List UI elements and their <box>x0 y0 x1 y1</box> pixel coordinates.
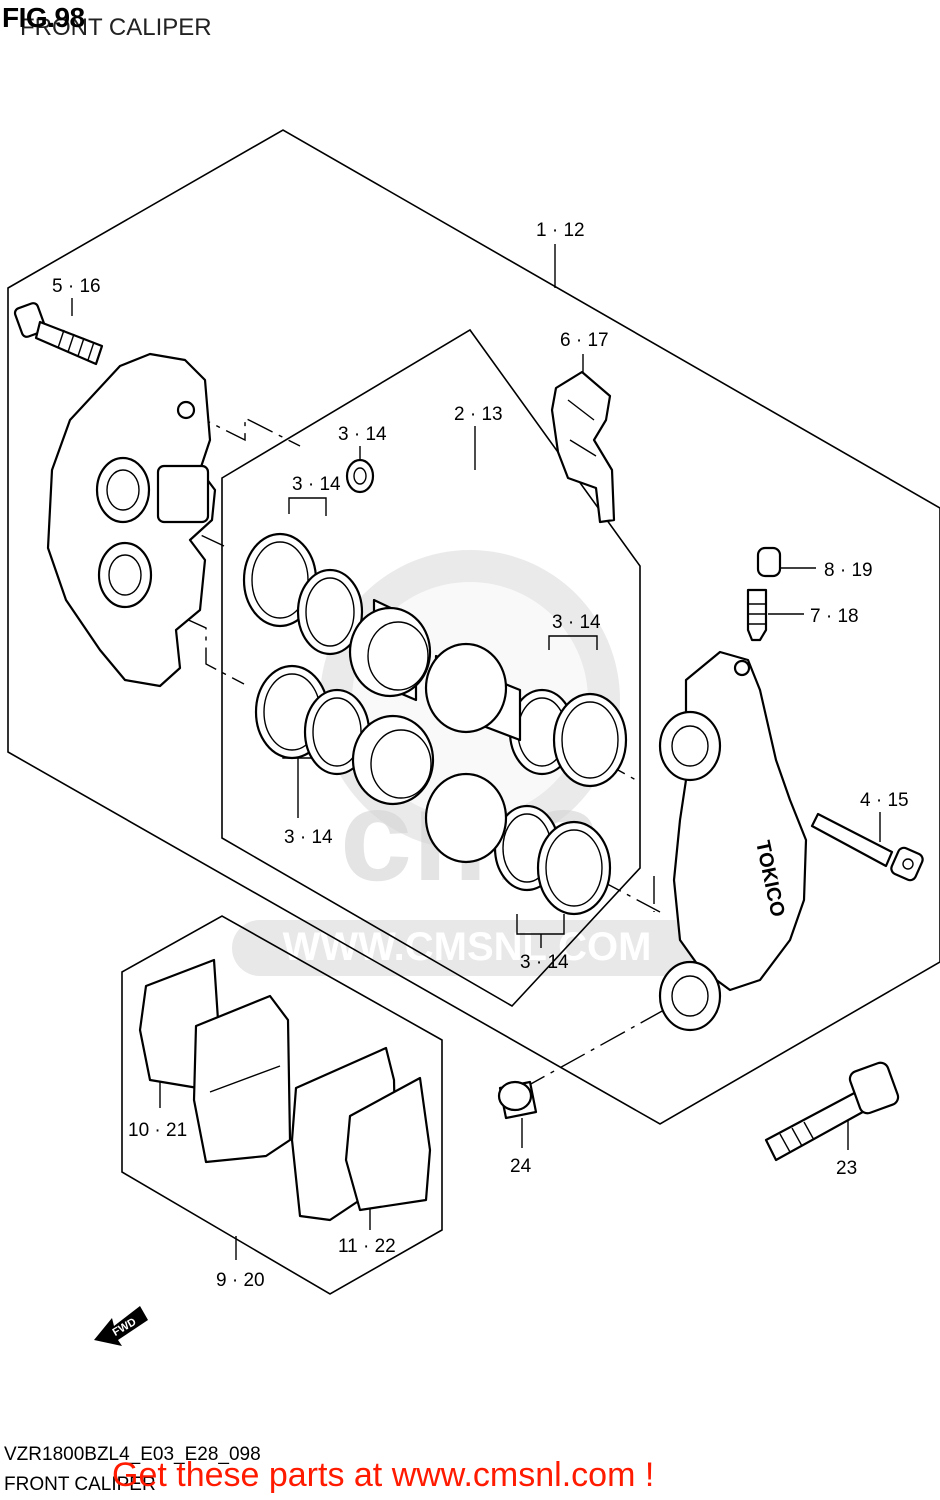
brake-pads-right <box>290 1046 432 1222</box>
diagram-caption: FRONT CALIPER <box>4 1474 156 1495</box>
brake-pads-left <box>138 958 292 1164</box>
bleeder-valve <box>746 588 768 642</box>
callout-4-15: 4 · 15 <box>860 790 909 811</box>
figure-number: FIG.98 <box>2 2 85 33</box>
callout-9-20: 9 · 20 <box>216 1270 265 1291</box>
callout-2-13: 2 · 13 <box>454 404 503 425</box>
caliper-bolt-long <box>810 812 924 882</box>
mount-bolt-23 <box>764 1061 900 1162</box>
small-seal <box>345 458 375 494</box>
right-caliper-half: TOKICO <box>658 650 808 1032</box>
callout-3-14-upper-right: 3 · 14 <box>552 612 601 633</box>
promo-link[interactable]: Get these parts at www.cmsnl.com ! <box>112 1456 655 1494</box>
callout-7-18: 7 · 18 <box>810 606 859 627</box>
callout-8-19: 8 · 19 <box>824 560 873 581</box>
callout-6-17: 6 · 17 <box>560 330 609 351</box>
callout-10-21: 10 · 21 <box>128 1120 187 1141</box>
callout-23: 23 <box>836 1158 857 1179</box>
left-caliper-half <box>46 352 217 688</box>
callout-3-14-washer: 3 · 14 <box>338 424 387 445</box>
watermark-url: WWW.CMSNL.COM <box>283 925 652 969</box>
assembly-frame <box>7 129 940 1125</box>
figure-subtitle: FRONT CALIPER <box>20 14 212 41</box>
bleeder-cap <box>756 546 782 578</box>
diagram-code: VZR1800BZL4_E03_E28_098 <box>4 1444 261 1465</box>
callout-3-14-upper-left: 3 · 14 <box>292 474 341 495</box>
pistons <box>348 598 522 864</box>
callout-1-12: 1 · 12 <box>536 220 585 241</box>
callout-5-16: 5 · 16 <box>52 276 101 297</box>
pad-spring <box>550 370 616 524</box>
caliper-mount-bolt-short <box>13 302 104 366</box>
callout-24: 24 <box>510 1156 532 1177</box>
callout-3-14-lower-right: 3 · 14 <box>520 952 569 973</box>
brake-pad-frame <box>121 915 443 1295</box>
collar <box>497 1080 538 1120</box>
callout-3-14-lower-left: 3 · 14 <box>284 827 333 848</box>
piston-set-frame <box>221 328 641 1008</box>
fwd-arrow: FWD <box>94 1306 148 1346</box>
leader-lines <box>71 244 881 1260</box>
callout-11-22: 11 · 22 <box>338 1236 396 1257</box>
callout-labels: 1 · 12 5 · 16 6 · 17 2 · 13 3 · 14 3 · 1… <box>52 220 909 1291</box>
